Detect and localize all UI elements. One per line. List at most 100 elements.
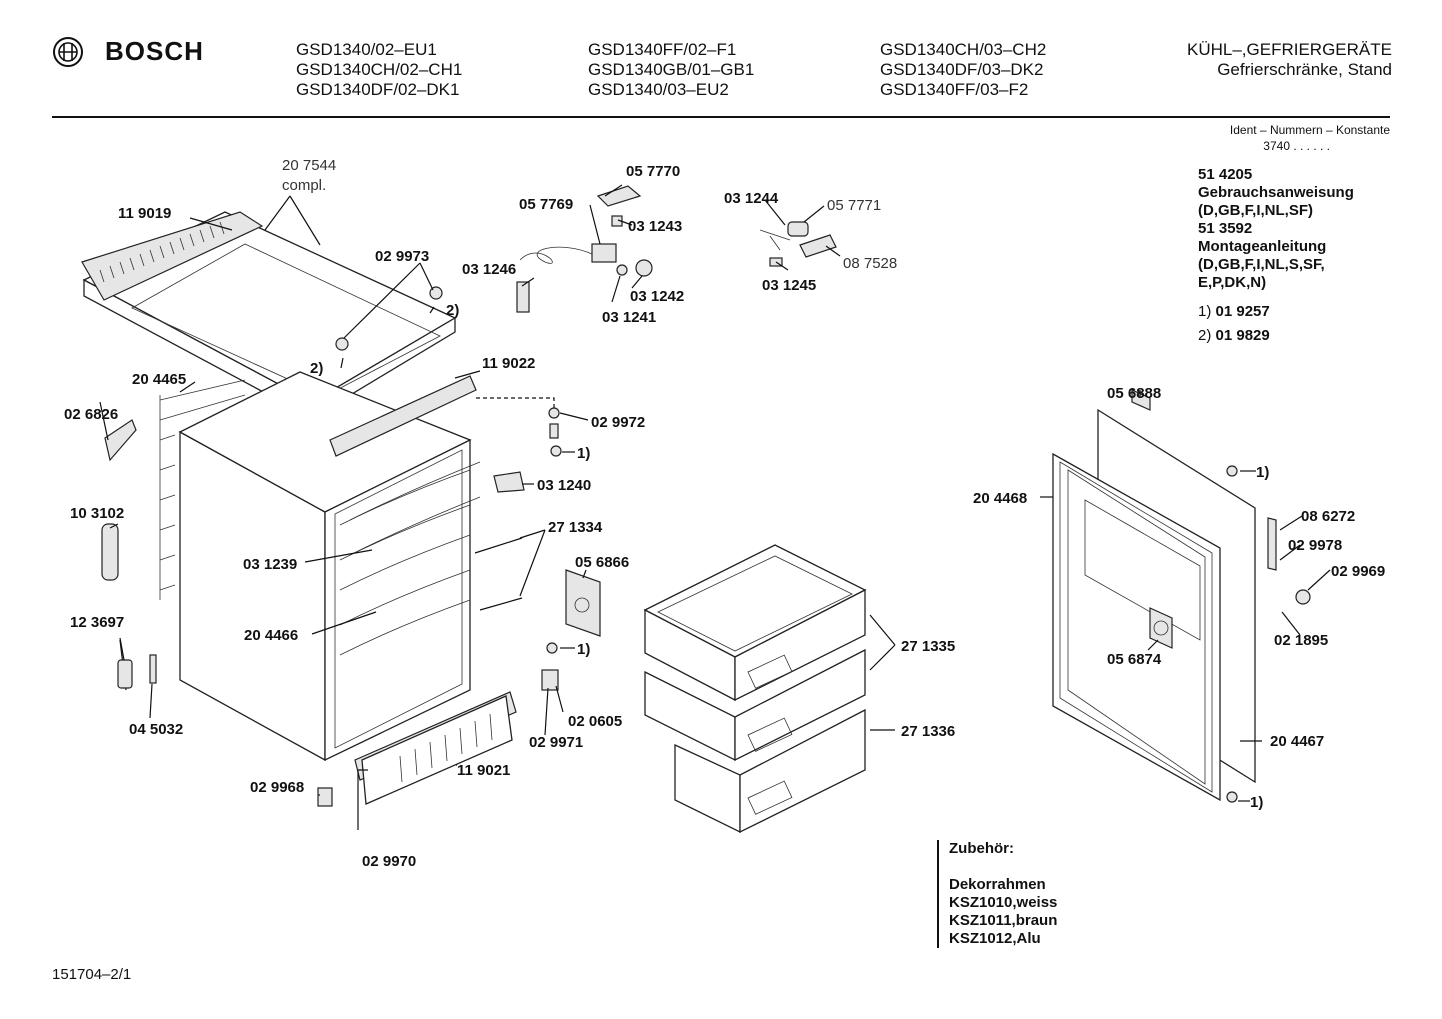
leader-lines xyxy=(99,184,1331,830)
switch-parts xyxy=(759,221,837,267)
label-103102: 10 3102 xyxy=(70,505,124,522)
footnote-1: 1) 01 9257 xyxy=(1198,300,1354,324)
label-029973: 02 9973 xyxy=(375,248,429,265)
ident-constant: Ident – Nummern – Konstante 3740 . . . .… xyxy=(1230,122,1390,154)
thermostat-parts xyxy=(516,185,653,313)
condenser-coil xyxy=(159,379,246,591)
rail-119022 xyxy=(329,375,477,457)
screw-cap xyxy=(335,337,349,351)
part-056888 xyxy=(1131,389,1151,411)
label-021895: 02 1895 xyxy=(1274,632,1328,649)
rail-271334 xyxy=(474,537,523,554)
brand-logo: BOSCH xyxy=(50,34,203,75)
part-056874 xyxy=(1149,607,1173,649)
accessory-item: KSZ1010,weiss xyxy=(949,894,1058,911)
doc-languages: E,P,DK,N) xyxy=(1198,274,1267,291)
label-031241: 03 1241 xyxy=(602,309,656,326)
label-271334: 27 1334 xyxy=(548,519,603,536)
label-029969: 02 9969 xyxy=(1331,563,1385,580)
thermostat-057769 xyxy=(591,243,617,263)
drawing-number: 151704–2/1 xyxy=(52,966,132,983)
label-056874: 05 6874 xyxy=(1107,651,1162,668)
category-title: KÜHL–,GEFRIERGERÄTE xyxy=(1187,40,1392,59)
label-031240: 03 1240 xyxy=(537,477,591,494)
part-029972 xyxy=(548,407,560,419)
model-code: GSD1340/03–EU2 xyxy=(588,80,729,99)
footnote-mark: 1) xyxy=(1198,303,1212,320)
label-029972: 02 9972 xyxy=(591,414,645,431)
footnote-ref: 1) xyxy=(577,445,590,462)
model-code: GSD1340DF/03–DK2 xyxy=(880,60,1044,79)
model-code: GSD1340DF/02–DK1 xyxy=(296,80,460,99)
footnote-ref: 2) xyxy=(310,360,323,377)
footnote-2: 2) 01 9829 xyxy=(1198,324,1354,348)
label-031244: 03 1244 xyxy=(724,190,779,207)
label-compl: compl. xyxy=(282,177,326,194)
accessories-title: Zubehör: xyxy=(949,840,1014,857)
doc-languages: (D,GB,F,I,NL,S,SF, xyxy=(1198,256,1325,273)
footnote-part: 01 9829 xyxy=(1215,327,1270,344)
label-204465: 20 4465 xyxy=(132,371,186,388)
label-031243: 03 1243 xyxy=(628,218,682,235)
header-divider xyxy=(52,116,1390,118)
accessories-block: Zubehör: Dekorrahmen KSZ1010,weiss KSZ10… xyxy=(937,840,1057,948)
ident-value: 3740 . . . . . . xyxy=(1263,139,1330,153)
model-code: GSD1340FF/02–F1 xyxy=(588,40,737,59)
model-list-3: GSD1340CH/03–CH2 GSD1340DF/03–DK2 GSD134… xyxy=(880,40,1046,100)
label-029978: 02 9978 xyxy=(1288,537,1342,554)
part-031241 xyxy=(616,264,628,276)
model-list-2: GSD1340FF/02–F1 GSD1340GB/01–GB1 GSD1340… xyxy=(588,40,754,100)
part-031246 xyxy=(516,281,530,313)
door-assembly xyxy=(1052,389,1311,803)
body-small-parts xyxy=(474,407,601,691)
footnote-ref: 1) xyxy=(577,641,590,658)
category: KÜHL–,GEFRIERGERÄTE Gefrierschränke, Sta… xyxy=(1187,40,1392,80)
label-057769: 05 7769 xyxy=(519,196,573,213)
footnote-part: 01 9257 xyxy=(1215,303,1270,320)
drawers xyxy=(643,544,867,834)
part-labels: 20 7544 compl. 11 9019 02 9973 2) 2) 05 … xyxy=(64,157,1385,870)
part-057770 xyxy=(596,185,642,207)
accessory-item: KSZ1011,braun xyxy=(949,912,1058,929)
model-code: GSD1340FF/03–F2 xyxy=(880,80,1029,99)
label-031242: 03 1242 xyxy=(630,288,684,305)
doc-number: 51 4205 xyxy=(1198,166,1253,183)
footnotes: 1) 01 9257 2) 01 9829 xyxy=(1198,300,1354,348)
label-031239: 03 1239 xyxy=(243,556,297,573)
category-subtitle: Gefrierschränke, Stand xyxy=(1217,60,1392,79)
label-086272: 08 6272 xyxy=(1301,508,1355,525)
label-119021: 11 9021 xyxy=(457,762,510,779)
part-087528 xyxy=(799,234,837,258)
accessory-item: KSZ1012,Alu xyxy=(949,930,1041,947)
freezer-cabinet xyxy=(159,371,517,807)
left-small-parts xyxy=(101,419,157,691)
footnote-ref: 2) xyxy=(446,302,459,319)
model-code: GSD1340CH/03–CH2 xyxy=(880,40,1047,59)
label-119022: 11 9022 xyxy=(482,355,535,372)
ident-label: Ident – Nummern – Konstante xyxy=(1229,123,1390,137)
doc-name: Gebrauchsanweisung xyxy=(1198,184,1354,201)
footnote-mark: 2) xyxy=(1198,327,1212,344)
label-056888: 05 6888 xyxy=(1107,385,1161,402)
model-code: GSD1340CH/02–CH1 xyxy=(296,60,463,79)
doc-number: 51 3592 xyxy=(1198,220,1253,237)
door-gasket-204468 xyxy=(1052,452,1221,802)
top-cover-assembly xyxy=(81,211,457,420)
label-056866: 05 6866 xyxy=(575,554,629,571)
label-207544: 20 7544 xyxy=(282,157,336,174)
label-271336: 27 1336 xyxy=(901,723,955,740)
doc-languages: (D,GB,F,I,NL,SF) xyxy=(1198,202,1313,219)
hinge-086272 xyxy=(1267,517,1277,571)
label-029971: 02 9971 xyxy=(529,734,583,751)
accessory-group-title: Dekorrahmen xyxy=(949,876,1046,893)
plinth-grille-119021 xyxy=(361,695,513,805)
footnote-ref: 1) xyxy=(1256,464,1269,481)
label-204468: 20 4468 xyxy=(973,490,1027,507)
label-020605: 02 0605 xyxy=(568,713,622,730)
label-204466: 20 4466 xyxy=(244,627,298,644)
label-057770: 05 7770 xyxy=(626,163,680,180)
cover-056866 xyxy=(565,569,601,637)
documents-block: 51 4205 Gebrauchsanweisung (D,GB,F,I,NL,… xyxy=(1198,166,1354,348)
label-031245: 03 1245 xyxy=(762,277,816,294)
bosch-armature-icon xyxy=(53,37,83,67)
